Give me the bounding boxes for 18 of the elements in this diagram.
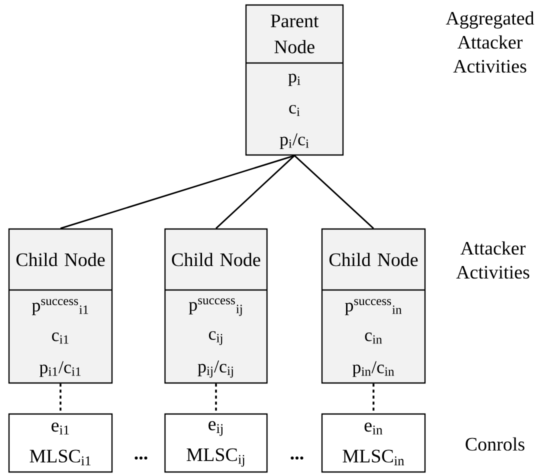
dotted-line [215, 384, 217, 414]
dotted-line [372, 384, 374, 414]
ellipsis: ... [134, 456, 148, 460]
connector-line [216, 155, 295, 229]
group-label: Conrols [466, 437, 524, 451]
group-label: Attacker Activities [456, 241, 530, 279]
dotted-line [60, 384, 62, 414]
group-label: Aggregated Attacker Activities [446, 11, 534, 73]
parent-node-box: Parent Node p$_{i}$ c$_{i}$ p$_{i}$/c$_{i}$ [245, 4, 344, 156]
connector-line [294, 155, 374, 229]
child-node-box: Child Node p$^{success}$in c$_{in}$ p$_{in}$/c$_{in}$ [321, 228, 426, 384]
connector-line [60, 154, 295, 230]
child-node-box: Child Node p$^{success}$i1 c$_{i1}$ p$_{i1}$/c$_{i1}$ [8, 228, 113, 384]
control-box: e$_{ij}$ MLSC$_{ij}$ [164, 413, 268, 473]
ellipsis: ... [290, 456, 304, 460]
control-box: e$_{in}$ MLSC$_{in}$ [321, 413, 426, 473]
control-box: e$_{i1}$ MLSC$_{i1}$ [8, 413, 113, 473]
child-node-box: Child Node p$^{success}$ij c$_{ij}$ p$_{ij}$/c$_{ij}$ [164, 228, 268, 384]
